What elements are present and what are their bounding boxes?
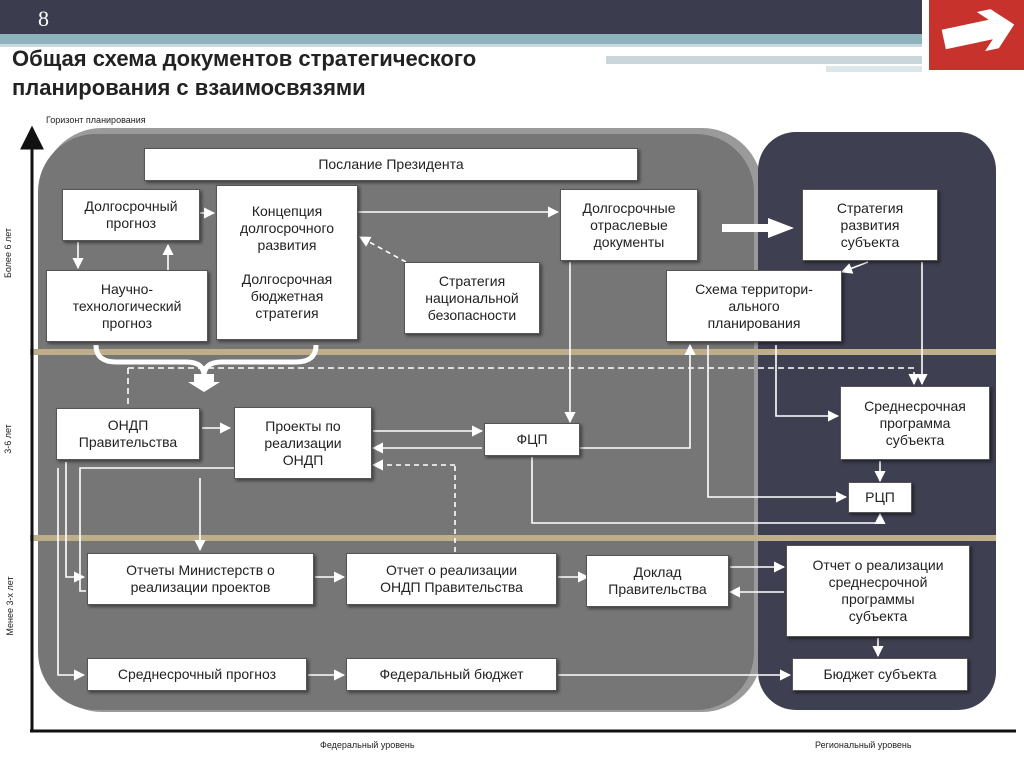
- box-strategia-subekta: Стратегия развития субъекта: [802, 189, 938, 261]
- band-label-mid: 3-6 лет: [3, 424, 13, 454]
- box-koncepcia-label: Концепция долгосрочного развития Долгоср…: [239, 203, 335, 321]
- box-fed-budget: Федеральный бюджет: [346, 658, 557, 691]
- level-federal: Федеральный уровень: [320, 740, 415, 750]
- box-otraslevye-label: Долгосрочные отраслевые документы: [582, 199, 676, 250]
- box-ondp: ОНДП Правительства: [56, 408, 200, 460]
- header-stripe-thin: [0, 44, 922, 47]
- box-rcp: РЦП: [848, 482, 912, 513]
- box-otchety-ministerstv-label: Отчеты Министерств о реализации проектов: [126, 562, 275, 595]
- box-otchet-ondp-label: Отчет о реализации ОНДП Правительства: [380, 562, 523, 595]
- box-rcp-label: РЦП: [865, 489, 895, 505]
- box-strategia-subekta-label: Стратегия развития субъекта: [836, 199, 904, 250]
- box-koncepcia: Концепция долгосрочного развития Долгоср…: [216, 185, 358, 340]
- box-ondp-label: ОНДП Правительства: [78, 417, 178, 450]
- box-fcp-label: ФЦП: [516, 431, 548, 447]
- box-poslanie-label: Послание Президента: [318, 156, 464, 172]
- box-budget-subekta-label: Бюджет субъекта: [823, 666, 937, 682]
- box-poslanie: Послание Президента: [144, 148, 638, 181]
- band-line-top: [30, 349, 996, 355]
- box-fcp: ФЦП: [484, 423, 580, 456]
- connector-arrows: [57, 206, 928, 681]
- merge-bracket-arrow: [93, 344, 319, 377]
- box-srednesroch-prognoz: Среднесрочный прогноз: [87, 658, 307, 691]
- merge-arrow-head: [188, 374, 220, 392]
- box-bezopasnost: Стратегия национальной безопасности: [404, 262, 540, 334]
- box-srednesroch-prognoz-label: Среднесрочный прогноз: [117, 666, 277, 682]
- arrow-logo-icon: [929, 0, 1024, 70]
- box-proekty: Проекты по реализации ОНДП: [234, 407, 372, 479]
- box-otraslevye: Долгосрочные отраслевые документы: [560, 189, 698, 261]
- box-fed-budget-label: Федеральный бюджет: [379, 666, 524, 682]
- band-label-bottom: Менее 3-х лет: [5, 576, 15, 636]
- header-stripe: [0, 34, 922, 44]
- box-dolg-prognoz-label: Долгосрочный прогноз: [84, 198, 178, 231]
- header-stripe-right-small: [826, 66, 922, 72]
- box-shema: Схема территори- ального планирования: [666, 270, 842, 342]
- box-nauchno: Научно- технологический прогноз: [46, 270, 208, 342]
- header-bar: [0, 0, 922, 34]
- box-shema-label: Схема территори- ального планирования: [695, 280, 813, 331]
- page-number: 8: [38, 6, 49, 31]
- vertical-axis-title: Горизонт планирования: [46, 115, 146, 125]
- box-proekty-label: Проекты по реализации ОНДП: [264, 417, 342, 468]
- box-otchet-programmy-label: Отчет о реализации среднесрочной програм…: [812, 557, 944, 624]
- box-srednesroch-programma: Среднесрочная программа субъекта: [840, 386, 990, 460]
- header-stripe-right: [606, 56, 922, 64]
- box-budget-subekta: Бюджет субъекта: [792, 658, 968, 691]
- box-doklad-label: Доклад Правительства: [608, 564, 707, 597]
- page-title: Общая схема документов стратегического п…: [12, 46, 477, 100]
- box-doklad: Доклад Правительства: [586, 555, 729, 607]
- box-otchet-ondp: Отчет о реализации ОНДП Правительства: [346, 553, 557, 605]
- box-otchety-ministerstv: Отчеты Министерств о реализации проектов: [87, 553, 314, 605]
- box-nauchno-label: Научно- технологический прогноз: [72, 280, 182, 331]
- band-line-bottom: [30, 535, 996, 541]
- box-dolg-prognoz: Долгосрочный прогноз: [62, 189, 200, 241]
- box-srednesroch-programma-label: Среднесрочная программа субъекта: [864, 397, 966, 448]
- level-regional: Региональный уровень: [815, 740, 912, 750]
- box-otchet-programmy: Отчет о реализации среднесрочной програм…: [786, 545, 970, 637]
- band-label-top: Более 6 лет: [3, 227, 13, 279]
- thick-arrow-regional: [722, 218, 794, 238]
- box-bezopasnost-label: Стратегия национальной безопасности: [425, 272, 519, 323]
